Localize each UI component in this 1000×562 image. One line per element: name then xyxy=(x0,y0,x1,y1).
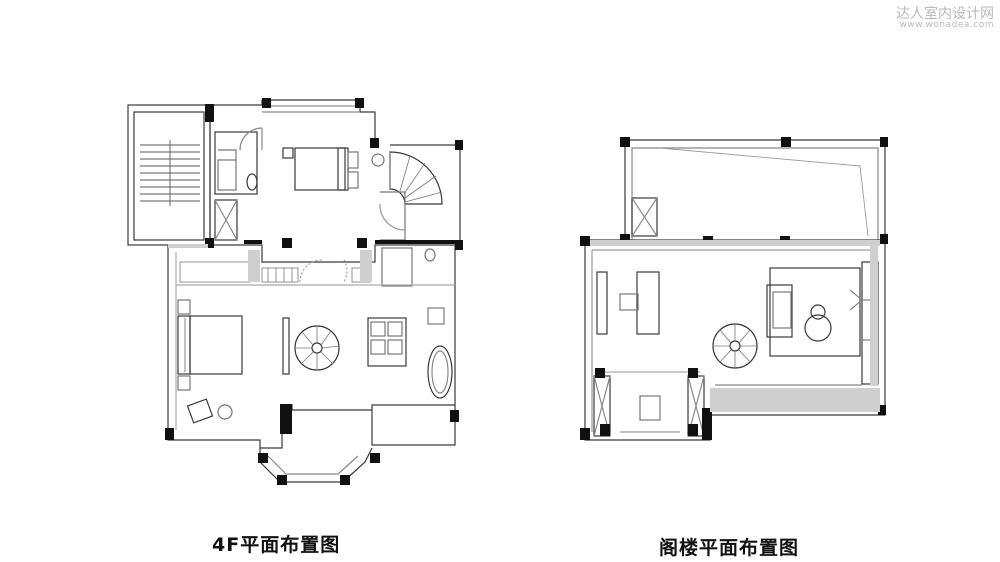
upper-rooms-4f xyxy=(209,99,461,287)
structural-columns-4f xyxy=(165,98,463,485)
roof-terrace-attic xyxy=(624,139,886,240)
plan-4f xyxy=(127,98,463,485)
watermark-site-name: 达人室内设计网 xyxy=(896,6,994,22)
plan-attic xyxy=(580,137,888,441)
bay-window-4f xyxy=(259,447,373,483)
plan-caption-4f: 4F平面布置图 xyxy=(212,534,341,556)
watermark-site-url: www.wonadea.com xyxy=(899,20,994,30)
plan-caption-attic: 阁楼平面布置图 xyxy=(659,537,800,559)
stairwell-4f xyxy=(127,104,211,246)
structural-columns-attic xyxy=(580,137,888,440)
wall-hatch-4f xyxy=(168,244,372,282)
wall-hatch-attic xyxy=(590,240,880,412)
corridor-fixtures-4f xyxy=(179,259,371,283)
